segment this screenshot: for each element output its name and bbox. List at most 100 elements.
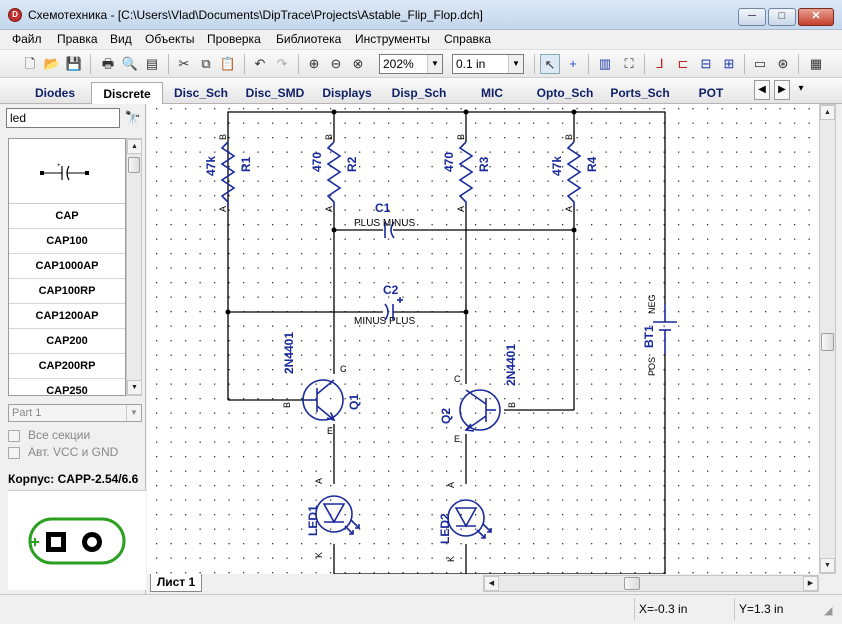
wire-icon[interactable]: ⅃: [656, 56, 664, 71]
tab-displays[interactable]: Displays: [322, 86, 372, 100]
toolbar-separator: [90, 54, 91, 74]
toolbar-separator: [744, 54, 745, 74]
schematic-drawing[interactable]: B A B A B A B A 47k R1 470 R2 470 R3 47k…: [147, 104, 819, 575]
tab-mic[interactable]: MIC: [481, 86, 503, 100]
pin-label: A: [324, 206, 334, 212]
tab-disp-sch[interactable]: Disp_Sch: [391, 86, 447, 100]
copy-icon[interactable]: ⧉: [201, 56, 211, 71]
tab-menu-chevron-icon[interactable]: ▾: [798, 83, 804, 94]
find-binoculars-icon[interactable]: ⛶: [624, 56, 634, 71]
list-item[interactable]: CAP200RP: [9, 354, 125, 379]
table-icon[interactable]: ▦: [809, 56, 823, 71]
scroll-down-icon[interactable]: ▼: [127, 380, 142, 395]
scroll-left-icon[interactable]: ◀: [484, 576, 499, 591]
net-port-icon[interactable]: ⊟: [700, 56, 712, 71]
capacitor-symbols: [384, 221, 403, 321]
menu-help[interactable]: Справка: [444, 32, 492, 46]
minimize-button[interactable]: ─: [738, 8, 766, 26]
bus-icon[interactable]: ⊏: [677, 56, 689, 71]
tab-opto-sch[interactable]: Opto_Sch: [536, 86, 594, 100]
grid-dots: [147, 104, 819, 574]
c2-ref: C2: [383, 283, 399, 297]
component-list-scrollbar[interactable]: ▲ ▼: [126, 138, 142, 396]
list-item[interactable]: CAP1200AP: [9, 304, 125, 329]
schematic-canvas[interactable]: B A B A B A B A 47k R1 470 R2 470 R3 47k…: [147, 104, 819, 575]
auto-vcc-gnd-checkbox[interactable]: [8, 447, 20, 459]
battery-symbol: [653, 304, 677, 354]
tab-scroll-right-icon[interactable]: ▶: [774, 80, 790, 100]
search-binoculars-icon[interactable]: 🔭: [124, 110, 142, 125]
component-list: + CAP CAP100 CAP1000AP CAP100RP CAP1200A…: [8, 138, 126, 396]
zoom-in-icon[interactable]: ⊕: [308, 56, 320, 71]
scroll-thumb[interactable]: [128, 157, 140, 173]
canvas-vertical-scrollbar[interactable]: ▲ ▼: [819, 104, 836, 574]
redo-icon[interactable]: ↷: [276, 56, 288, 71]
hierarchy-icon[interactable]: ⊞: [723, 56, 735, 71]
tab-diodes[interactable]: Diodes: [34, 86, 75, 100]
scroll-thumb[interactable]: [624, 577, 640, 590]
menu-view[interactable]: Вид: [110, 32, 132, 46]
r3-value: 470: [442, 152, 456, 172]
scroll-up-icon[interactable]: ▲: [127, 139, 142, 154]
save-icon[interactable]: 💾: [65, 56, 83, 71]
net-label-icon[interactable]: ▭: [753, 56, 767, 71]
paste-icon[interactable]: 📋: [219, 56, 237, 71]
tab-pot[interactable]: POT: [698, 86, 724, 100]
component-icon[interactable]: ▥: [598, 56, 612, 71]
select-pointer-icon[interactable]: ↖: [540, 54, 560, 74]
resistor-pin-labels: B A B A B A B A: [218, 134, 574, 212]
grid-select[interactable]: 0.1 in ▼: [452, 54, 524, 74]
tab-ports-sch[interactable]: Ports_Sch: [610, 86, 670, 100]
canvas-horizontal-scrollbar[interactable]: ◀ ▶: [483, 575, 819, 592]
pin-label: A: [446, 482, 456, 488]
scroll-down-icon[interactable]: ▼: [820, 558, 835, 573]
zoom-out-icon[interactable]: ⊖: [330, 56, 342, 71]
list-item[interactable]: CAP200: [9, 329, 125, 354]
menu-library[interactable]: Библиотека: [276, 32, 342, 46]
print-icon[interactable]: 🖶: [101, 56, 115, 71]
list-item[interactable]: CAP1000AP: [9, 254, 125, 279]
list-item[interactable]: CAP100RP: [9, 279, 125, 304]
grid-value: 0.1 in: [456, 57, 486, 71]
list-item[interactable]: CAP100: [9, 229, 125, 254]
print-preview-icon[interactable]: 🔍: [121, 56, 139, 71]
part-select[interactable]: Part 1 ▼: [8, 404, 142, 422]
tab-scroll-left-icon[interactable]: ◀: [754, 80, 770, 100]
resize-grip-icon[interactable]: ◢: [824, 605, 833, 617]
scroll-thumb[interactable]: [821, 333, 834, 351]
menu-objects[interactable]: Объекты: [145, 32, 195, 46]
library-search-input[interactable]: led: [6, 108, 120, 128]
tab-disc-sch[interactable]: Disc_Sch: [173, 86, 229, 100]
sheet-tab[interactable]: Лист 1: [150, 574, 202, 592]
pin-label: K: [446, 556, 456, 562]
zoom-window-icon[interactable]: ⊗: [352, 56, 364, 71]
maximize-button[interactable]: □: [768, 8, 796, 26]
auto-vcc-gnd-label: Авт. VCC и GND: [28, 445, 119, 459]
list-item[interactable]: CAP: [9, 204, 125, 229]
scroll-right-icon[interactable]: ▶: [803, 576, 818, 591]
crosshair-icon[interactable]: +: [569, 56, 577, 71]
q1-value: 2N4401: [282, 332, 296, 374]
main-toolbar: 🗋 📂 💾 🖶 🔍 ▤ ✂ ⧉ 📋 ↶ ↷ ⊕ ⊖ ⊗ 202% ▼ 0.1 i…: [0, 50, 842, 78]
menu-file[interactable]: Файл: [12, 32, 42, 46]
all-sections-checkbox[interactable]: [8, 430, 20, 442]
list-item[interactable]: CAP250: [9, 379, 125, 395]
new-file-icon[interactable]: 🗋: [24, 56, 36, 71]
close-button[interactable]: ✕: [798, 8, 834, 26]
tab-disc-smd[interactable]: Disc_SMD: [245, 86, 305, 100]
zoom-select[interactable]: 202% ▼: [379, 54, 443, 74]
q2-value: 2N4401: [504, 344, 518, 386]
menu-verify[interactable]: Проверка: [207, 32, 261, 46]
undo-icon[interactable]: ↶: [254, 56, 266, 71]
report-icon[interactable]: ▤: [145, 56, 159, 71]
cut-icon[interactable]: ✂: [178, 56, 190, 71]
scroll-up-icon[interactable]: ▲: [820, 105, 835, 120]
package-label: Корпус: CAPP-2.54/6.6: [8, 472, 139, 486]
menu-tools[interactable]: Инструменты: [355, 32, 430, 46]
led-pin-labels: A K A K: [314, 478, 456, 562]
tab-discrete[interactable]: Discrete: [91, 82, 163, 104]
menu-edit[interactable]: Правка: [57, 32, 98, 46]
chip-icon[interactable]: ⊛: [777, 56, 789, 71]
chevron-down-icon: ▼: [427, 55, 442, 73]
open-folder-icon[interactable]: 📂: [43, 56, 61, 71]
